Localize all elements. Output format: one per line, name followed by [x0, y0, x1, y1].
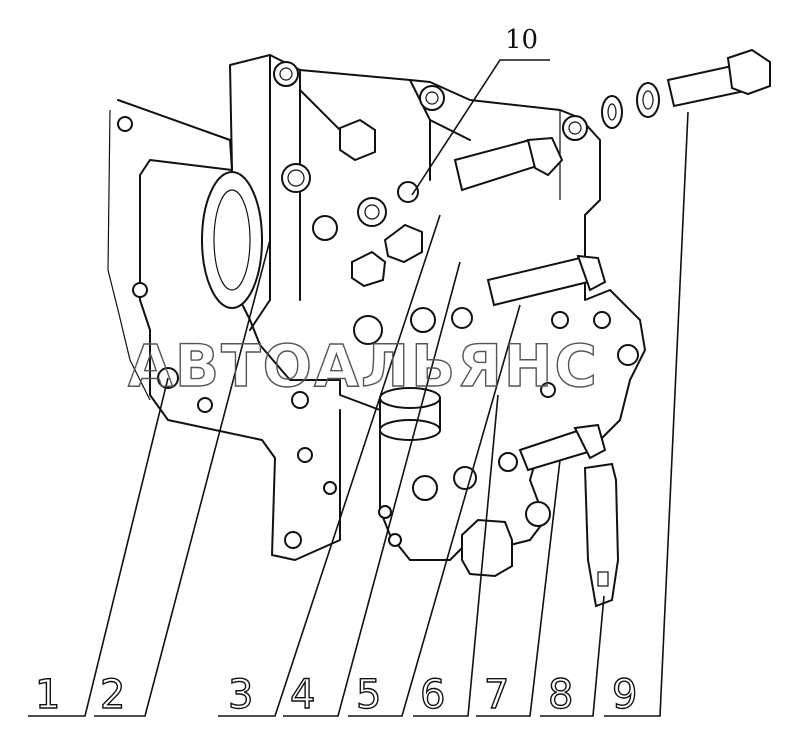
label-9: 9	[612, 672, 637, 718]
label-1: 1	[35, 672, 60, 718]
pin-part-8	[583, 462, 620, 608]
leader-lines	[28, 59, 689, 717]
nut-center	[351, 223, 423, 288]
label-6: 6	[420, 672, 445, 718]
washers-part-9	[601, 82, 660, 129]
bolt-top-left	[339, 118, 376, 162]
plug-lower	[461, 518, 513, 578]
label-3: 3	[228, 672, 253, 718]
housing-body	[201, 54, 646, 561]
bolt-part-9	[666, 48, 771, 108]
label-4: 4	[290, 672, 315, 718]
gasket-outline	[107, 99, 341, 561]
bolt-lower-right	[518, 423, 607, 472]
label-7: 7	[484, 672, 509, 718]
bolt-long-middle	[486, 254, 607, 307]
watermark: АВТОАЛЬЯНС	[128, 332, 599, 400]
label-10: 10	[505, 25, 538, 55]
bolt-long-upper	[453, 136, 564, 192]
label-2: 2	[100, 672, 125, 718]
label-5: 5	[356, 672, 381, 718]
label-8: 8	[548, 672, 573, 718]
